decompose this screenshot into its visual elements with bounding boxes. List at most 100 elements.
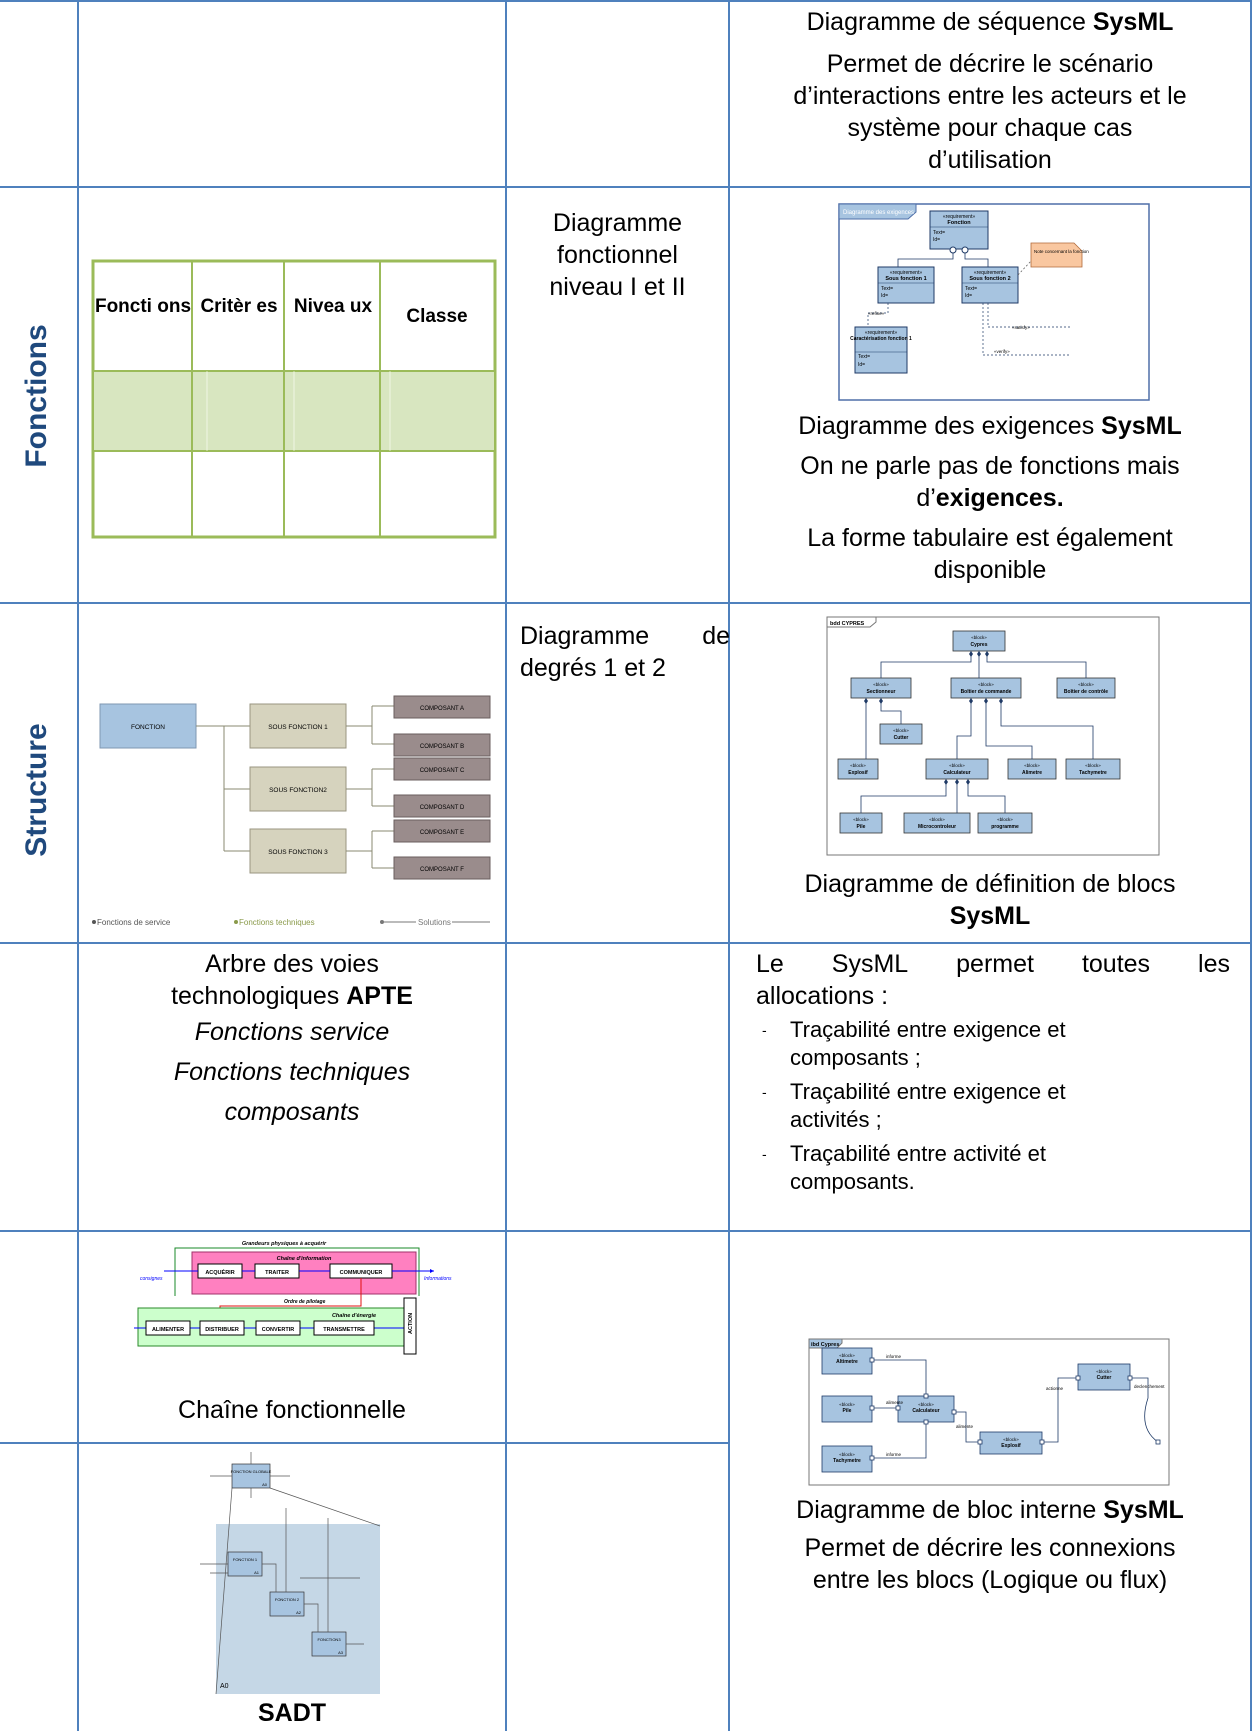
grid-line bbox=[0, 186, 1252, 188]
chain-label: Ordre de pilotage bbox=[284, 1299, 326, 1305]
req-stereotype: «requirement» bbox=[943, 214, 975, 220]
bdd-frame-label: bdd CYPRES bbox=[830, 621, 865, 627]
bdd-block: Cutter bbox=[894, 735, 909, 741]
ibd-flow-label: alimente bbox=[886, 1400, 904, 1405]
apte-composant: COMPOSANT B bbox=[420, 744, 464, 750]
req-verify: «verify» bbox=[994, 349, 1010, 354]
req-stereotype: «requirement» bbox=[974, 270, 1006, 276]
bdd-block: Tachymetre bbox=[1079, 770, 1107, 776]
req-id-label: Id= bbox=[965, 293, 972, 299]
sysml-intro-line: Le SysML permet toutes les bbox=[756, 950, 1230, 978]
ibd-block: Explosif bbox=[1001, 1443, 1021, 1449]
degres-label: Diagramme de degrés 1 et 2 bbox=[520, 620, 730, 684]
grid-line bbox=[1250, 0, 1252, 1731]
req-text-label: Text= bbox=[881, 286, 893, 292]
side-label-structure: Structure bbox=[20, 723, 53, 857]
grid-line bbox=[77, 0, 79, 1731]
sequence-title: Diagramme de séquence SysML bbox=[806, 8, 1174, 36]
requirements-diagram: Diagramme des exigences «requirement» Fo… bbox=[838, 203, 1150, 401]
ibd-block: Pile bbox=[843, 1408, 852, 1414]
ibd-block: Tachymetre bbox=[833, 1458, 861, 1464]
sadt-node: FONCTION 2 bbox=[275, 1597, 300, 1602]
label-line: degrés 1 et 2 bbox=[520, 654, 666, 682]
chain-label: Grandeurs physiques à acquérir bbox=[242, 1241, 327, 1247]
chain-block: ACQUÉRIR bbox=[205, 1268, 234, 1276]
sadt-frame-label: A0 bbox=[220, 1683, 229, 1690]
apte-tree-diagram: FONCTION SOUS FONCTION 1 SOUS FONCTION2 … bbox=[92, 695, 491, 927]
bdd-block: programme bbox=[991, 824, 1019, 830]
internal-block-diagram: ibd Cypres «block» «block» «block» «bloc… bbox=[808, 1338, 1170, 1486]
bdd-title: Diagramme de définition de blocs bbox=[804, 870, 1176, 898]
bdd-stereotype: «block» bbox=[1024, 763, 1040, 768]
sadt-node: FONCTION 1 bbox=[233, 1557, 258, 1562]
allocation-item: Traçabilité entre exigence et activités … bbox=[756, 1078, 1116, 1134]
sadt-node: A0 bbox=[262, 1482, 268, 1487]
bdd-stereotype: «block» bbox=[997, 817, 1013, 822]
bdd-block: Boîtier de commande bbox=[961, 689, 1012, 695]
bdd-block: Alimetre bbox=[1022, 770, 1042, 776]
sadt-node: A3 bbox=[338, 1650, 344, 1655]
grid-line bbox=[0, 0, 1252, 2]
req-id-label: Id= bbox=[881, 293, 888, 299]
bdd-stereotype: «block» bbox=[853, 817, 869, 822]
ibd-frame-label: ibd Cypres bbox=[811, 1342, 839, 1348]
apte-sous-fonction: SOUS FONCTION 1 bbox=[268, 724, 328, 731]
apte-caption-italic: Fonctions techniques bbox=[173, 1058, 411, 1086]
sadt-global: FONCTION GLOBALE bbox=[231, 1469, 272, 1474]
chain-caption: Chaîne fonctionnelle bbox=[178, 1396, 406, 1424]
grid-line bbox=[0, 942, 1252, 944]
bdd-stereotype: «block» bbox=[929, 817, 945, 822]
apte-sous-fonction: SOUS FONCTION 3 bbox=[268, 849, 328, 856]
req-block-carac: Caractérisation fonction 1 bbox=[850, 336, 912, 342]
chain-block: TRAITER bbox=[265, 1270, 289, 1276]
req-block-sub1: Sous fonction 1 bbox=[885, 276, 926, 282]
apte-legend: Solutions bbox=[418, 918, 451, 927]
bdd-block: Explosif bbox=[848, 770, 868, 776]
functional-chain-diagram: Grandeurs physiques à acquérir Chaîne d'… bbox=[134, 1241, 452, 1355]
req-note: Note concernant la fonction bbox=[1034, 249, 1089, 254]
bdd-stereotype: «block» bbox=[978, 682, 994, 687]
apte-caption-italic: composants bbox=[224, 1098, 360, 1126]
sadt-node: FONCTION3 bbox=[317, 1637, 341, 1642]
ibd-flow-label: actionne bbox=[1046, 1386, 1064, 1391]
ibd-title: Diagramme de bloc interne SysML bbox=[796, 1496, 1184, 1524]
chain-label: Chaîne d'information bbox=[277, 1256, 332, 1262]
allocation-item: Traçabilité entre exigence et composants… bbox=[756, 1016, 1116, 1072]
sequence-desc-line: système pour chaque cas bbox=[847, 114, 1133, 142]
label-line: Diagramme bbox=[552, 209, 683, 237]
bdd-stereotype: «block» bbox=[873, 682, 889, 687]
bdd-stereotype: «block» bbox=[949, 763, 965, 768]
chain-block: COMMUNIQUER bbox=[340, 1270, 383, 1276]
sadt-diagram: FONCTION GLOBALE A0 FONCTION 1 A1 FONCTI… bbox=[200, 1452, 381, 1695]
sequence-desc-line: Permet de décrire le scénario bbox=[826, 50, 1154, 78]
chain-block: DISTRIBUER bbox=[205, 1327, 239, 1333]
req-block-sub2: Sous fonction 2 bbox=[969, 276, 1010, 282]
ibd-flow-label: informe bbox=[886, 1452, 902, 1457]
ibd-stereotype: «block» bbox=[1003, 1437, 1019, 1442]
chain-block: TRANSMETTRE bbox=[323, 1327, 365, 1333]
ibd-desc-line: Permet de décrire les connexions bbox=[804, 1534, 1176, 1562]
sequence-diagram-block: Diagramme de séquence SysML Permet de dé… bbox=[730, 6, 1250, 176]
req-title: Diagramme des exigences SysML bbox=[798, 412, 1182, 440]
chain-label: consignes bbox=[140, 1276, 163, 1282]
req-satisfy: «satisfy» bbox=[1012, 325, 1030, 330]
label-line: Diagramme de bbox=[520, 622, 730, 650]
ibd-block: Calculateur bbox=[912, 1408, 939, 1414]
bdd-stereotype: «block» bbox=[850, 763, 866, 768]
apte-fonction: FONCTION bbox=[131, 724, 165, 731]
side-label-fonctions: Fonctions bbox=[20, 324, 53, 468]
bdd-block: Sectionneur bbox=[867, 689, 896, 695]
req-text-label: Text= bbox=[933, 230, 945, 236]
sequence-desc-line: d’utilisation bbox=[928, 146, 1052, 174]
ibd-stereotype: «block» bbox=[1096, 1369, 1112, 1374]
sysml-allocations-block: Le SysML permet toutes les allocations :… bbox=[756, 948, 1230, 1202]
req-id-label: Id= bbox=[933, 237, 940, 243]
table-header-niveaux: Nivea ux bbox=[293, 296, 373, 317]
diagramme-fonctionnel-label: Diagramme fonctionnel niveau I et II bbox=[507, 207, 728, 303]
req-stereotype: «requirement» bbox=[865, 330, 897, 336]
bdd-block: Microcontroleur bbox=[918, 824, 956, 830]
grid-line bbox=[0, 1442, 728, 1444]
apte-composant: COMPOSANT D bbox=[420, 805, 465, 811]
ibd-block: Altimetre bbox=[836, 1359, 858, 1365]
ibd-flow-label: declenchement bbox=[1134, 1384, 1165, 1389]
